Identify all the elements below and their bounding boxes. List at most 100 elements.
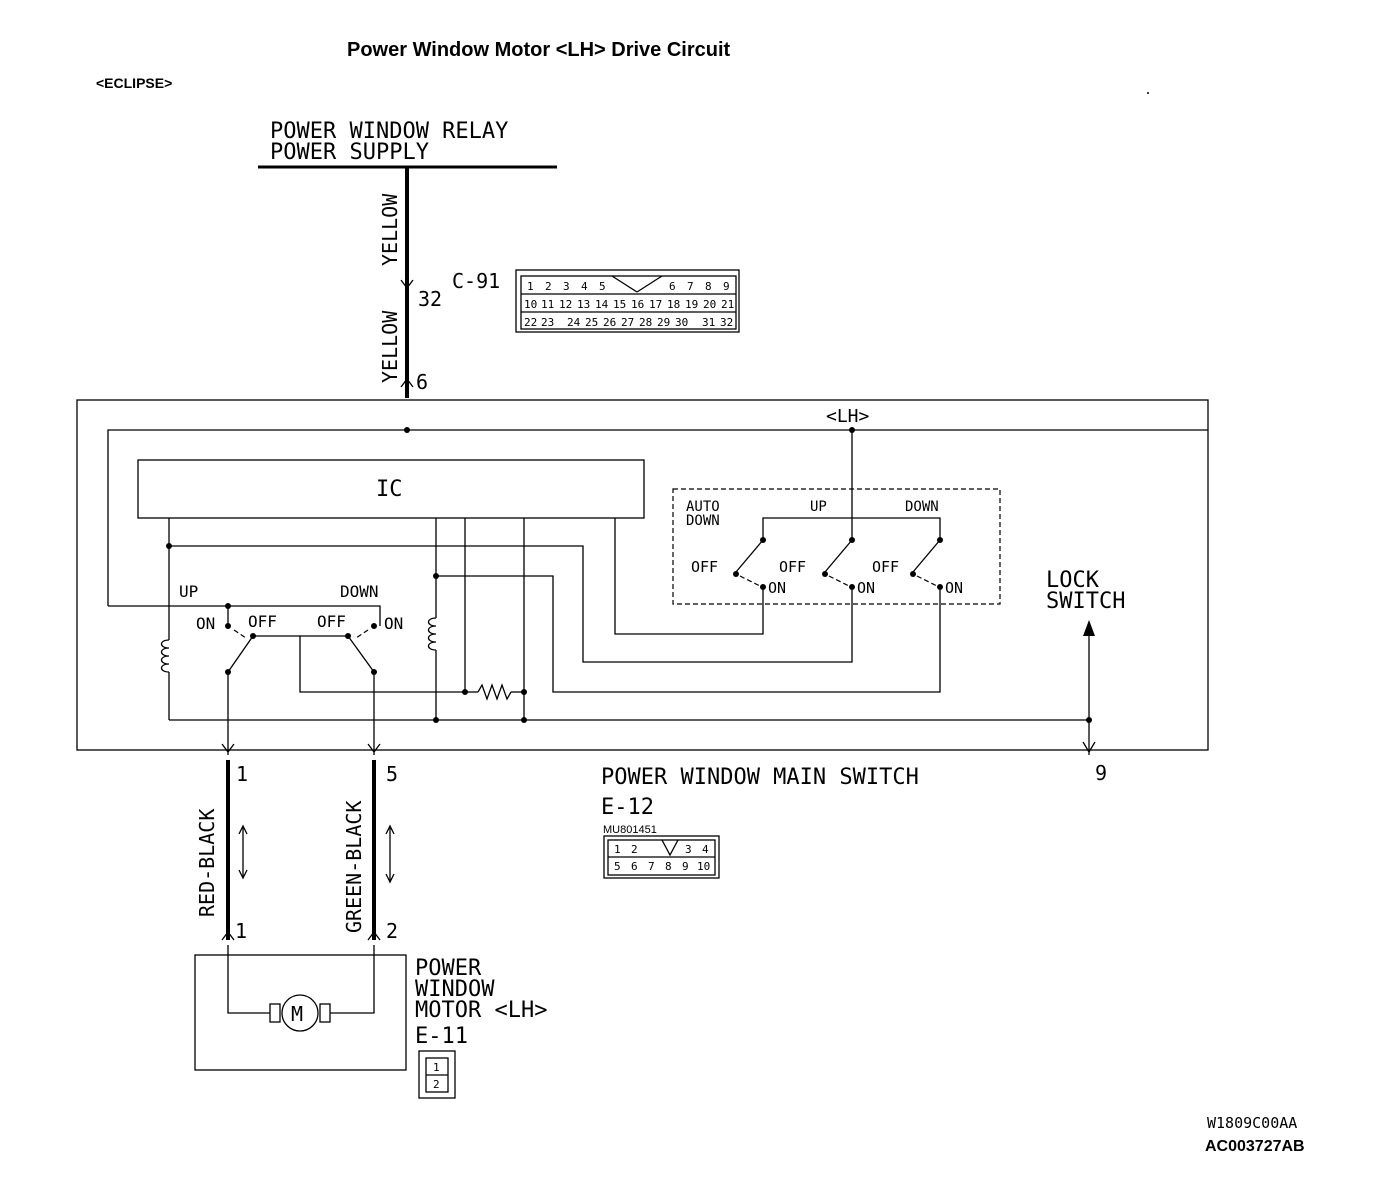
e12-pin: 6 [631, 860, 638, 873]
wire-red-black: RED-BLACK [195, 809, 219, 917]
e12-pin: 3 [685, 843, 692, 856]
wire-up-switch [169, 545, 853, 663]
c91-pin: 11 [541, 298, 554, 311]
switch-contact [760, 584, 766, 590]
c91-pin: 7 [687, 280, 694, 293]
pin5-arrow [367, 743, 381, 754]
switch-arm [824, 539, 853, 573]
motor-pin1-label: 1 [235, 919, 247, 943]
c91-connector-face: 1 2 3 4 5 6 7 8 9 10 11 12 13 14 15 16 1… [515, 269, 740, 333]
c91-connector-label: C-91 [452, 269, 500, 293]
motor-pin2-label: 2 [386, 919, 398, 943]
relay-arm-right [347, 635, 375, 673]
e12-pin: 10 [697, 860, 710, 873]
junction-dot [433, 573, 439, 579]
junction-dot [225, 603, 231, 609]
wire-yellow-lower: YELLOW [378, 310, 402, 383]
relay-off-left: OFF [248, 612, 277, 631]
sw-on-1: ON [768, 579, 786, 597]
c91-pin: 16 [631, 298, 644, 311]
junction-dot [166, 543, 172, 549]
c91-pin: 2 [545, 280, 552, 293]
relay-down-label: DOWN [340, 582, 379, 601]
sw-off-1: OFF [691, 558, 718, 576]
e12-pin5-label: 5 [386, 762, 398, 786]
c91-pin-label: 32 [418, 287, 442, 311]
auto-down-label-1: AUTO [686, 499, 720, 515]
junction-dot [521, 717, 527, 723]
c91-pin: 21 [721, 298, 734, 311]
switch-contact [822, 571, 828, 577]
sw-on-3: ON [945, 579, 963, 597]
switch-contact [849, 537, 855, 543]
figure-code: W1809C00AA [1207, 1114, 1297, 1132]
e12-pin: 2 [631, 843, 638, 856]
model-label: <ECLIPSE> [96, 75, 172, 91]
switch-link [916, 575, 938, 587]
main-bus [107, 429, 1208, 606]
auto-down-label-2: DOWN [686, 513, 720, 529]
wire-yellow-upper: YELLOW [378, 193, 402, 266]
junction-dot [433, 717, 439, 723]
motor-pin2-arrow [367, 930, 381, 941]
e12-pin9-label: 9 [1095, 761, 1107, 785]
motor-pin1-arrow [221, 930, 235, 941]
e12-connector-face: 1 2 3 4 5 6 7 8 9 10 [603, 835, 720, 879]
motor-symbol-label: M [291, 1002, 303, 1026]
relay-on-left: ON [196, 614, 215, 633]
motor-label-2: WINDOW [415, 977, 495, 1002]
relay-up-label: UP [179, 582, 198, 601]
motor-brush [269, 1003, 281, 1023]
wire-auto-switch [614, 518, 764, 635]
current-arrow-right [385, 824, 395, 884]
motor-brush [319, 1003, 331, 1023]
c91-pin: 15 [613, 298, 626, 311]
main-switch-name: POWER WINDOW MAIN SWITCH [601, 765, 919, 790]
e11-pin: 1 [433, 1061, 440, 1074]
c91-pin: 18 [667, 298, 680, 311]
e11-connector-label: E-11 [415, 1024, 468, 1049]
c91-pin: 20 [703, 298, 716, 311]
c91-pin: 6 [669, 280, 676, 293]
c91-pin: 31 [702, 316, 715, 329]
motor-outline [194, 954, 407, 1071]
relay-contact [371, 623, 377, 629]
switch-link [739, 575, 761, 587]
junction-dot [849, 427, 855, 433]
switch-contact [733, 571, 739, 577]
motor-symbol [281, 994, 319, 1032]
e12-pin6-arrow [400, 377, 414, 388]
c91-pin: 8 [705, 280, 712, 293]
switch-contact [910, 571, 916, 577]
sw-off-3: OFF [872, 558, 899, 576]
c91-pin: 1 [527, 280, 534, 293]
e11-connector-face: 1 2 [418, 1050, 456, 1099]
ic-label: IC [376, 477, 403, 502]
relay-arm-left [227, 635, 254, 673]
relay-on-right: ON [384, 614, 403, 633]
e12-pin1-label: 1 [236, 762, 248, 786]
motor-wire [330, 945, 375, 1014]
c91-pin: 5 [599, 280, 606, 293]
c91-pin: 3 [563, 280, 570, 293]
switch-contact [760, 537, 766, 543]
c91-pin: 9 [723, 280, 730, 293]
relay-coil-right [427, 617, 437, 651]
motor-label-1: POWER [415, 956, 482, 981]
relay-contact [225, 623, 231, 629]
e12-connector-label: E-12 [601, 795, 654, 820]
diagram-title: Power Window Motor <LH> Drive Circuit [347, 39, 731, 61]
c91-pin: 29 [657, 316, 670, 329]
switch-arm [735, 539, 764, 573]
c91-pin: 4 [581, 280, 588, 293]
e12-pin: 7 [648, 860, 655, 873]
switch-contact [937, 537, 943, 543]
switch-link [828, 575, 850, 587]
relay-link [355, 629, 369, 639]
motor-wire [227, 945, 270, 1014]
e12-pin: 9 [682, 860, 689, 873]
relay-coil-left [160, 639, 170, 673]
c91-pin: 28 [639, 316, 652, 329]
c91-pin: 17 [649, 298, 662, 311]
